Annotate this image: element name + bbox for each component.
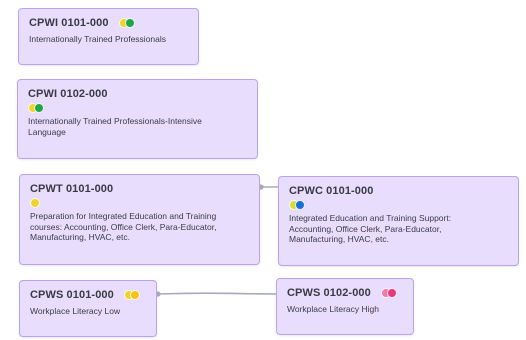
yellow-status-dot-icon [30, 198, 40, 208]
amber-status-dot-icon [129, 290, 140, 300]
description-line: Accounting, Office Clerk, Para-Educator, [289, 223, 442, 234]
connector-cpws-0101-to-cpws-0102 [157, 292, 287, 295]
course-description: Internationally Trained Professionals [29, 34, 188, 45]
course-code: CPWI 0101-000 [29, 17, 109, 29]
description-line: Manufacturing, HVAC, etc. [289, 234, 389, 244]
blue-status-dot-icon [295, 200, 305, 210]
description-line: Workplace Literacy Low [30, 306, 121, 316]
status-dots [289, 200, 508, 210]
green-status-dot-icon [124, 18, 135, 28]
status-dots [123, 290, 140, 300]
magenta-status-dot-icon [386, 288, 397, 298]
description-line: Preparation for Integrated Education and… [30, 211, 217, 221]
course-code: CPWT 0101-000 [30, 183, 114, 195]
course-description: Workplace Literacy Low [30, 306, 146, 317]
description-line: Internationally Trained Professionals [29, 34, 167, 44]
course-description: Integrated Education and Training Suppor… [289, 213, 508, 245]
description-line: Integrated Education and Training Suppor… [289, 213, 452, 223]
description-line: Internationally Trained Professionals-In… [28, 116, 202, 126]
course-code: CPWC 0101-000 [289, 185, 374, 197]
green-status-dot-icon [34, 103, 44, 113]
course-description: Preparation for Integrated Education and… [30, 211, 249, 243]
description-line: Workplace Literacy High [287, 304, 379, 314]
course-code: CPWI 0102-000 [28, 88, 108, 100]
course-code: CPWS 0102-000 [287, 287, 371, 299]
description-line: courses: Accounting, Office Clerk, Para-… [30, 221, 217, 232]
course-description: Internationally Trained Professionals-In… [28, 116, 247, 137]
description-line: Manufacturing, HVAC, etc. [30, 232, 130, 242]
description-line: Language [28, 126, 66, 137]
status-dots [30, 198, 249, 208]
status-dots [118, 18, 135, 28]
course-code: CPWS 0101-000 [30, 289, 114, 301]
course-description: Workplace Literacy High [287, 304, 403, 315]
status-dots [380, 288, 397, 298]
status-dots [28, 103, 247, 113]
